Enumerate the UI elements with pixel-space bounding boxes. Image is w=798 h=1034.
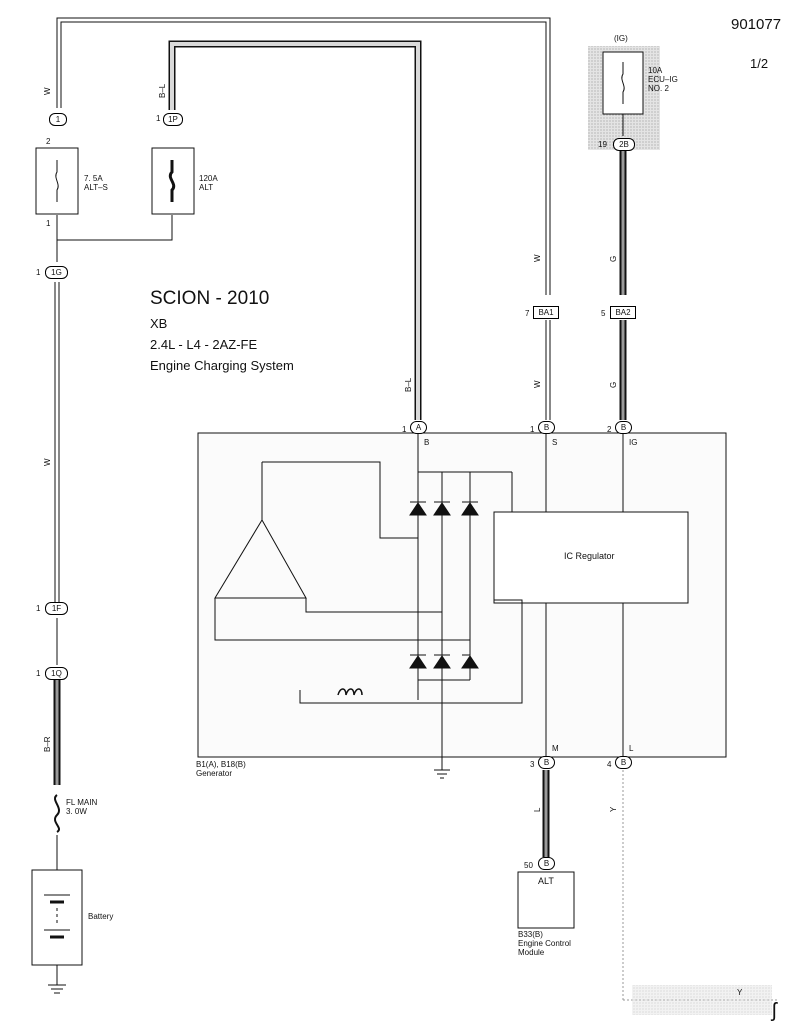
wire-label-br-left: B–R [43,736,52,752]
bottom-right-shade [632,985,772,1015]
title-system: Engine Charging System [150,358,294,373]
generator-name: B1(A), B18(B) Generator [196,760,246,778]
conn-1-pin-top: 2 [46,137,51,146]
page-number: 1/2 [750,56,769,71]
conn-ba2-pin: 5 [601,309,606,318]
wire-label-bl-top: B–L [158,83,167,98]
wire-bl-harness-fill [170,42,420,420]
fuse-fl-main-symbol [54,794,60,833]
connector-ba1: BA1 [533,306,559,319]
gen-terminal-ig-name: IG [629,438,638,447]
battery-symbol [31,869,83,994]
fuse-alt-label: 120A ALT [199,174,218,192]
ecm-pin: 50 [524,861,533,870]
ic-regulator-label: IC Regulator [564,551,615,561]
gen-terminal-ig-conn: B [615,421,632,434]
title-make: SCION - 2010 [150,288,270,309]
gen-terminal-s-name: S [552,438,558,447]
gen-terminal-b-conn: A [410,421,427,434]
battery-label: Battery [88,912,114,921]
ecm-box [517,871,575,929]
title-model: XB [150,316,168,331]
conn-1f-pin: 1 [36,604,41,613]
generator-body [197,432,727,779]
diagram-id: 901077 [731,16,782,33]
rectifier-diodes [409,501,479,669]
ecm-terminal: ALT [538,876,554,886]
field-coil [337,688,363,696]
conn-ba1-pin: 7 [525,309,530,318]
gen-terminal-ig-pin: 2 [607,425,612,434]
connector-1p: 1P [163,113,183,126]
connector-ba2: BA2 [610,306,636,319]
gen-terminal-m-conn: B [538,756,555,769]
gen-terminal-l-pin: 4 [607,760,612,769]
conn-1p-pin: 1 [156,114,161,123]
fuse-alt-s-label: 7. 5A ALT–S [84,174,108,192]
wire-label-y-l: Y [609,806,618,812]
connector-1g: 1G [45,266,68,279]
continuation-bracket-icon: ʃ [772,1000,777,1022]
connector-2b: 2B [613,138,635,151]
connector-1f: 1F [45,602,68,615]
fuse-ecu-ig-label: 10A ECU–IG NO. 2 [648,66,678,93]
wires [53,17,778,1001]
connector-1: 1 [49,113,67,126]
ecm-name: B33(B) Engine Control Module [518,930,571,957]
generator-ground [434,769,450,779]
wire-w-top-loop [56,17,551,295]
gen-terminal-m-pin: 3 [530,760,535,769]
ic-regulator-box [493,511,689,604]
wire-label-y-bottom: Y [737,988,743,997]
gen-terminal-l-name: L [629,744,634,753]
wire-label-g-lower: G [609,381,618,388]
fuse-symbols [35,51,644,833]
wire-label-bl-lower: B–L [404,377,413,392]
gen-terminal-l-conn: B [615,756,632,769]
title-engine: 2.4L - L4 - 2AZ-FE [150,337,258,352]
fuse-fl-main-label: FL MAIN 3. 0W [66,798,98,816]
wire-label-w-right: W [533,254,542,262]
gen-terminal-s-conn: B [538,421,555,434]
gen-terminal-b-name: B [424,438,430,447]
connector-1q: 1Q [45,667,68,680]
gen-terminal-m-name: M [552,744,559,753]
wire-label-w-lower: W [533,380,542,388]
conn-2b-pin: 19 [598,140,607,149]
conn-1q-pin: 1 [36,669,41,678]
gen-terminal-s-pin: 1 [530,425,535,434]
ecm-conn: B [538,857,555,870]
conn-1-pin-bottom: 1 [46,219,51,228]
wire-label-l-ecm: L [533,807,542,812]
power-source-ig: (IG) [614,34,628,43]
wire-label-g-right: G [609,255,618,262]
fuse-alt-box [151,147,195,215]
wire-label-w-top: W [43,87,52,95]
conn-1g-pin: 1 [36,268,41,277]
wire-w-top-loop-inner [60,21,547,295]
gen-terminal-b-pin: 1 [402,425,407,434]
wire-fuse-join [56,215,173,241]
wire-label-w-left: W [43,458,52,466]
